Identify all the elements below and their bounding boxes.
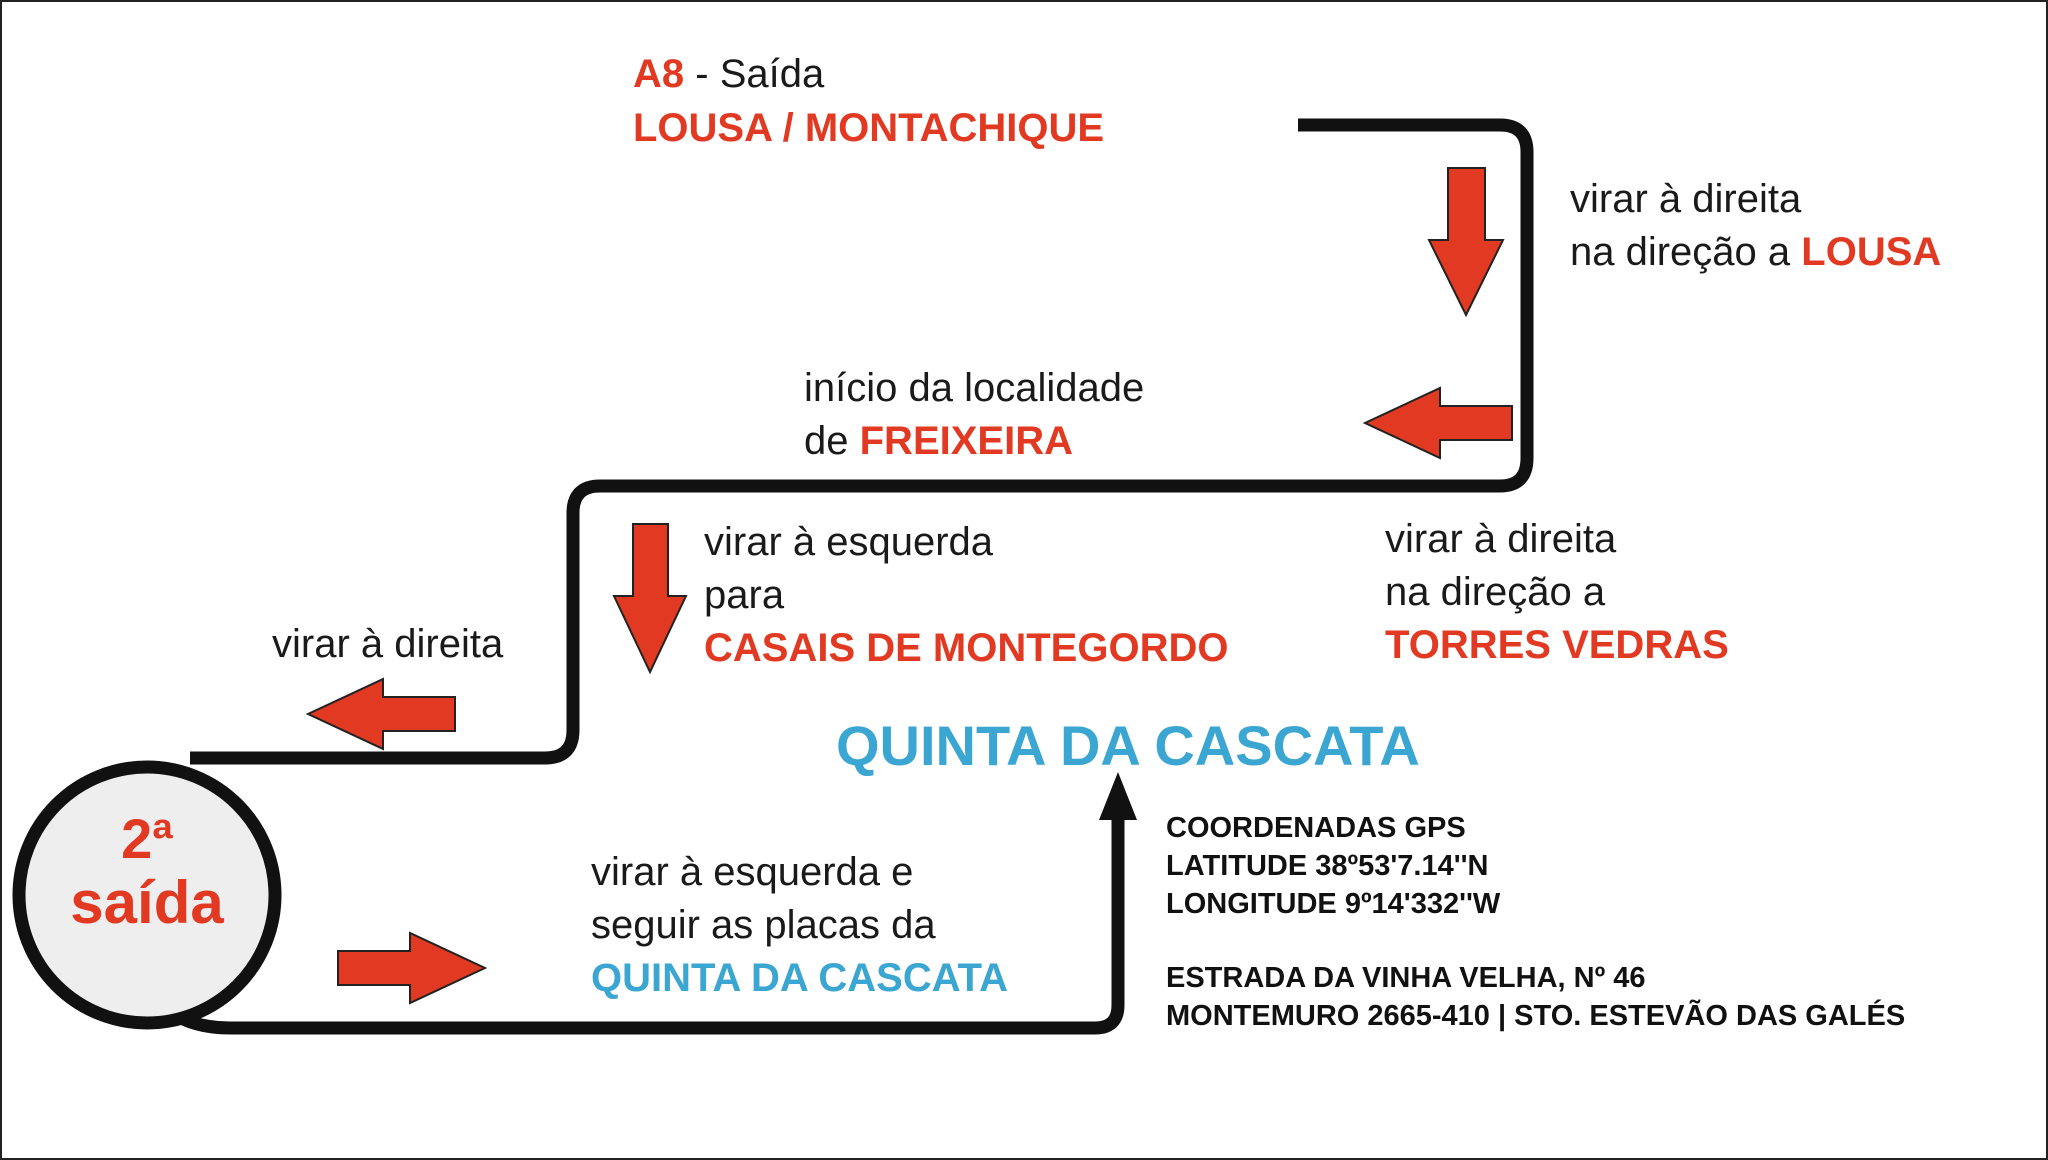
step1-target: LOUSA bbox=[1801, 230, 1942, 274]
roundabout-exit-word: saída bbox=[70, 869, 224, 936]
highway-label: A8 bbox=[633, 52, 685, 96]
address-line1: ESTRADA DA VINHA VELHA, Nº 46 bbox=[1166, 962, 1646, 994]
exit-word: - Saída bbox=[695, 52, 825, 96]
arrow-down-icon bbox=[612, 523, 688, 675]
gps-latitude: LATITUDE 38º53'7.14''N bbox=[1166, 850, 1489, 882]
roundabout-exit-number: 2ª bbox=[121, 807, 173, 870]
step1-prefix: na direção a bbox=[1570, 230, 1791, 274]
arrow-left-icon bbox=[1362, 386, 1513, 460]
step6-line1: virar à esquerda e bbox=[591, 850, 914, 894]
step2-line2: de FREIXEIRA bbox=[804, 417, 1073, 466]
exit-target: LOUSA / MONTACHIQUE bbox=[633, 106, 1105, 150]
step6-target: QUINTA DA CASCATA bbox=[591, 956, 1008, 1000]
step1-line2: na direção a LOUSA bbox=[1570, 228, 1941, 277]
arrow-left-icon bbox=[305, 677, 456, 751]
gps-longitude: LONGITUDE 9º14'332''W bbox=[1166, 888, 1501, 920]
step2-target: FREIXEIRA bbox=[859, 419, 1073, 463]
step3-line1: virar à direita bbox=[1385, 517, 1617, 561]
destination-title: QUINTA DA CASCATA bbox=[836, 714, 1420, 777]
step4-line2: para bbox=[704, 573, 785, 617]
step2-prefix: de bbox=[804, 419, 849, 463]
step3-line2: na direção a bbox=[1385, 570, 1606, 614]
step6-line2: seguir as placas da bbox=[591, 903, 936, 947]
address-line2: MONTEMURO 2665-410 | STO. ESTEVÃO DAS GA… bbox=[1166, 1000, 1906, 1032]
roundabout-label: 2ª saída bbox=[47, 808, 247, 936]
step4-line1: virar à esquerda bbox=[704, 520, 994, 564]
arrow-up-icon bbox=[1099, 772, 1137, 820]
step3-target: TORRES VEDRAS bbox=[1385, 623, 1729, 667]
step4-target: CASAIS DE MONTEGORDO bbox=[704, 626, 1229, 670]
step2-line1: início da localidade bbox=[804, 366, 1145, 410]
start-label: A8 - Saída bbox=[633, 50, 824, 99]
gps-title: COORDENADAS GPS bbox=[1166, 812, 1466, 844]
step5-line1: virar à direita bbox=[272, 622, 504, 666]
route-path bbox=[190, 118, 1534, 765]
roundabout-circle bbox=[12, 760, 282, 1030]
arrow-right-icon bbox=[337, 931, 488, 1005]
step1-line1: virar à direita bbox=[1570, 177, 1802, 221]
arrow-down-icon bbox=[1427, 167, 1505, 318]
